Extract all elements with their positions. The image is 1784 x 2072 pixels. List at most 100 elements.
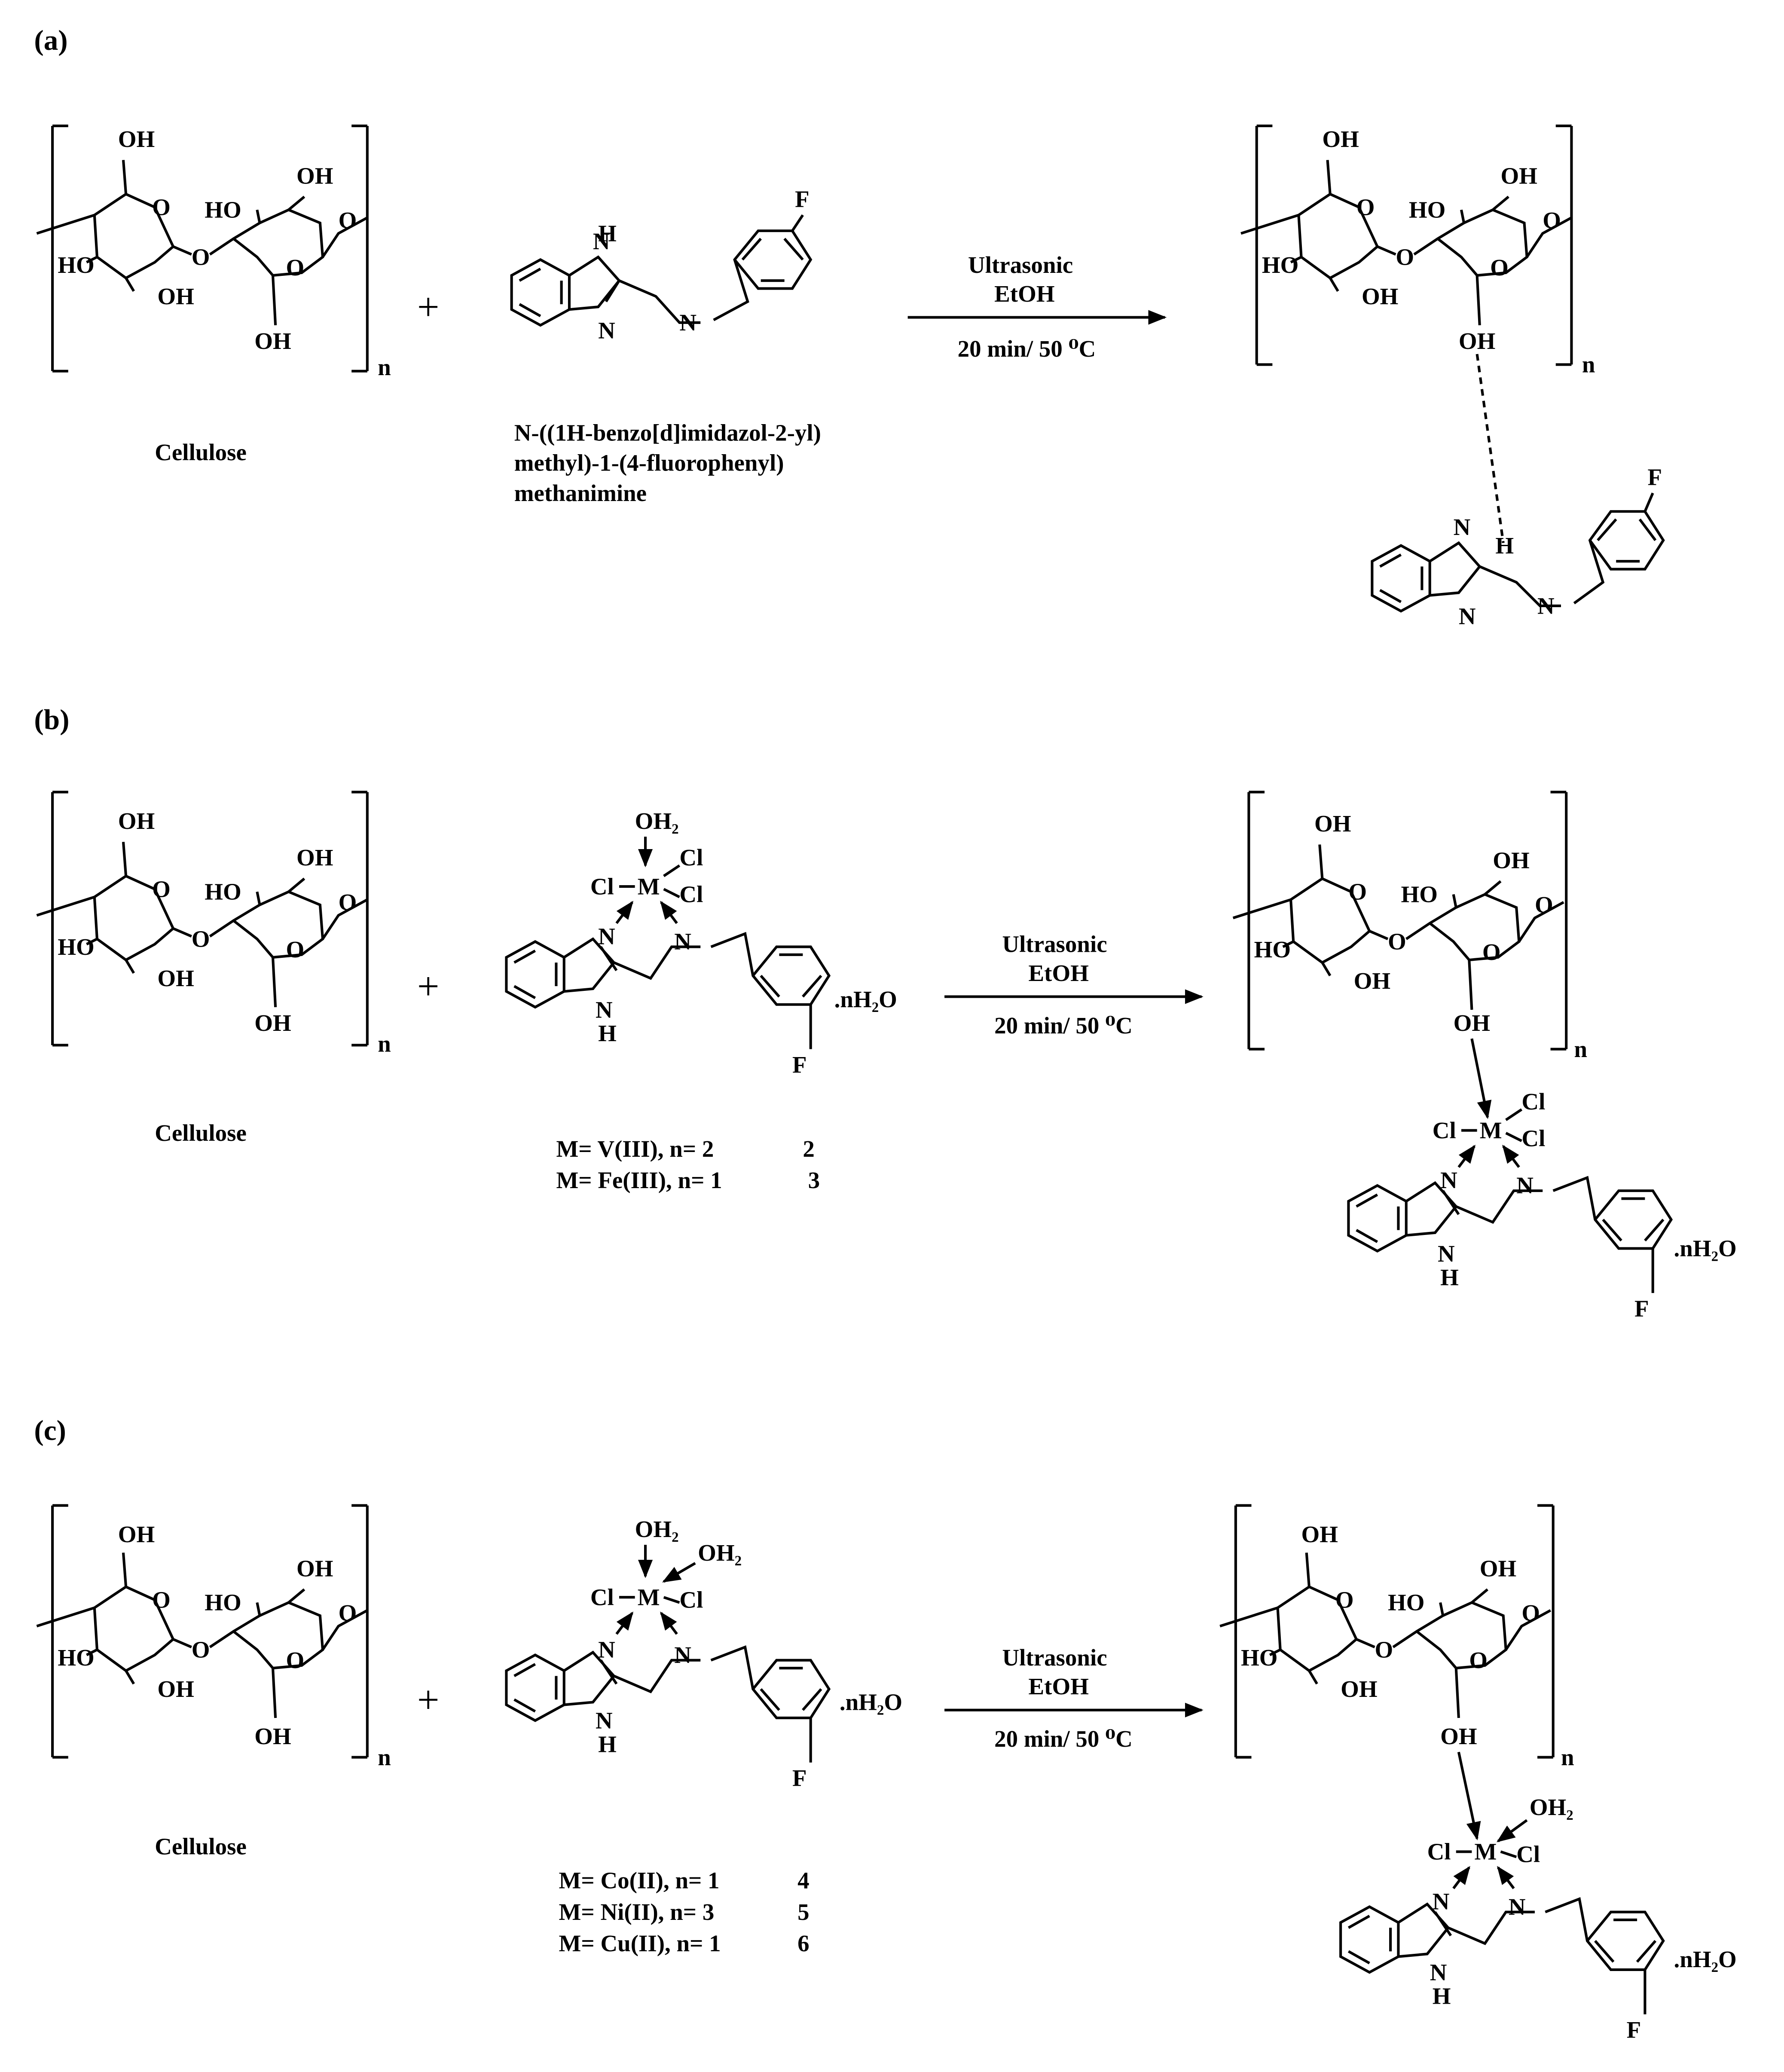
svg-text:O: O (286, 254, 305, 281)
svg-text:OH: OH (1454, 1010, 1490, 1036)
svg-text:O: O (1388, 929, 1406, 955)
svg-text:OH: OH (118, 126, 155, 152)
svg-text:OH: OH (157, 1676, 194, 1702)
svg-text:Cl: Cl (590, 1584, 614, 1611)
svg-text:N: N (593, 228, 610, 254)
svg-text:OH₂: OH₂ (635, 1516, 679, 1542)
plus-sign: + (417, 285, 440, 329)
condition-time-temp: 20 min/ 50 ⁰C (958, 336, 1096, 362)
svg-text:H: H (598, 220, 617, 247)
svg-text:M: M (638, 873, 660, 899)
svg-text:O: O (286, 936, 305, 963)
svg-text:HO: HO (58, 252, 94, 278)
svg-text:O: O (152, 194, 171, 220)
svg-text:O: O (192, 1637, 210, 1663)
svg-text:n: n (378, 1031, 391, 1057)
svg-text:M: M (638, 1584, 660, 1611)
svg-text:O: O (1396, 244, 1414, 270)
svg-text:Cl: Cl (679, 881, 703, 908)
svg-text:N: N (1433, 1889, 1450, 1915)
svg-text:OH₂: OH₂ (698, 1540, 742, 1566)
svg-text:N: N (1430, 1959, 1447, 1985)
svg-text:M: M (1475, 1839, 1497, 1865)
svg-text:OH: OH (296, 844, 333, 871)
svg-text:H: H (598, 1731, 617, 1757)
svg-text:Cl: Cl (1521, 1088, 1545, 1115)
svg-text:HO: HO (1409, 197, 1445, 223)
svg-text:OH: OH (1440, 1723, 1477, 1749)
condition-reagent: Ultrasonic (1002, 931, 1107, 957)
svg-text:HO: HO (1241, 1644, 1277, 1671)
svg-text:HO: HO (58, 934, 94, 960)
svg-text:O: O (286, 1647, 305, 1673)
svg-text:O: O (1521, 1600, 1540, 1626)
condition-solvent: EtOH (1029, 1673, 1089, 1699)
svg-text:OH: OH (296, 1555, 333, 1581)
svg-text:O: O (192, 244, 210, 270)
svg-text:O: O (1348, 879, 1367, 905)
cellulose-label: Cellulose (155, 439, 247, 465)
svg-text:n: n (1582, 351, 1595, 378)
svg-text:F: F (792, 1051, 807, 1078)
product-structure: OH O HO OH O HO OH O O OH n OH₂ Cl M Cl … (1219, 1504, 1665, 2043)
svg-text:N: N (679, 309, 696, 336)
complex-line: M= Cu(II), n= 1 (559, 1930, 721, 1956)
svg-text:OH: OH (1301, 1521, 1338, 1547)
svg-text:OH: OH (254, 328, 291, 354)
product-structure: OH O HO OH O HO OH O O OH n N H N N F (1240, 124, 1665, 630)
svg-text:O: O (1335, 1587, 1354, 1613)
svg-text:OH: OH (1362, 283, 1398, 309)
svg-text:O: O (1356, 194, 1375, 220)
complex-line: M= Co(II), n= 1 (559, 1867, 720, 1894)
svg-text:OH: OH (1480, 1555, 1516, 1581)
svg-text:N: N (1537, 593, 1555, 619)
svg-text:OH: OH (1501, 162, 1537, 189)
svg-text:OH: OH (1314, 810, 1351, 837)
svg-text:N: N (598, 923, 615, 949)
svg-text:O: O (152, 876, 171, 902)
svg-text:H: H (598, 1020, 617, 1046)
condition-solvent: EtOH (1029, 960, 1089, 986)
svg-text:F: F (1627, 2017, 1641, 2043)
cellulose-structure: OH O HO OH O HO OH O O OH n (36, 1504, 391, 1770)
svg-text:O: O (1482, 939, 1501, 965)
svg-text:O: O (339, 1600, 357, 1626)
svg-text:OH₂: OH₂ (635, 808, 679, 834)
svg-text:Cl: Cl (1433, 1117, 1456, 1143)
ligand-name-line-3: methanimine (514, 480, 647, 506)
svg-text:H: H (1440, 1264, 1459, 1290)
ligand-name-line-1: N-((1H-benzo[d]imidazol-2-yl) (514, 419, 821, 446)
metal-complex-structure: OH₂ Cl M Cl Cl N N H N F (505, 808, 831, 1078)
svg-text:HO: HO (1262, 252, 1298, 278)
svg-text:H: H (1433, 1983, 1451, 2009)
cellulose-label: Cellulose (155, 1120, 247, 1146)
svg-text:O: O (339, 207, 357, 233)
svg-text:F: F (792, 1765, 807, 1791)
svg-text:N: N (1454, 514, 1471, 540)
svg-text:HO: HO (1388, 1589, 1424, 1616)
svg-text:Cl: Cl (1521, 1125, 1545, 1151)
plus-sign: + (417, 1678, 440, 1721)
condition-reagent: Ultrasonic (1002, 1644, 1107, 1671)
svg-text:N: N (1440, 1167, 1457, 1193)
svg-text:OH: OH (157, 283, 194, 309)
svg-text:HO: HO (205, 1589, 241, 1616)
svg-text:N: N (1516, 1172, 1534, 1198)
panel-b-label: (b) (34, 703, 69, 736)
panel-a-label: (a) (34, 24, 67, 56)
svg-text:O: O (1543, 207, 1561, 233)
ligand-name-line-2: methyl)-1-(4-fluorophenyl) (514, 450, 784, 476)
svg-text:Cl: Cl (590, 873, 614, 899)
svg-text:F: F (795, 186, 810, 212)
svg-text:F: F (1634, 1296, 1649, 1322)
plus-sign: + (417, 964, 440, 1008)
svg-text:Cl: Cl (679, 1587, 703, 1613)
complex-number: 3 (808, 1167, 820, 1193)
svg-text:H: H (1495, 532, 1514, 559)
svg-text:OH: OH (118, 1521, 155, 1547)
svg-text:OH: OH (157, 965, 194, 991)
complex-number: 6 (797, 1930, 809, 1956)
svg-text:OH: OH (118, 808, 155, 834)
svg-text:O: O (339, 889, 357, 915)
